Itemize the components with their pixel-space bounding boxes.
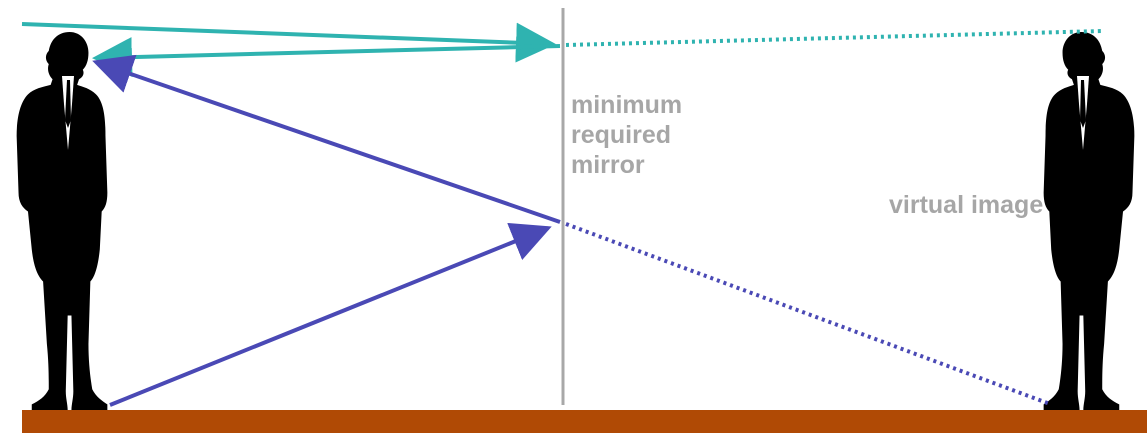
person-silhouette-icon [16,32,108,410]
teal-ray-incoming [21,22,556,63]
teal-ray-reflected [92,37,561,78]
teal-virtual-ray [565,29,1104,47]
mirror-label-line2: required [571,121,672,149]
mirror-label-line3: mirror [571,151,645,179]
mirror-label-line1: minimum [571,91,683,119]
floor [22,410,1147,433]
virtual-person-silhouette-icon [1043,32,1135,410]
blue-ray-incoming [109,222,552,407]
person-tie [65,80,71,128]
virtual-person-tie [1080,80,1086,128]
virtual-image-label: virtual image [889,191,1044,219]
mirror-label: minimum required mirror [571,90,682,180]
virtual-person [1043,32,1135,410]
blue-virtual-ray [565,222,1051,406]
blue-ray-reflected [92,54,561,224]
